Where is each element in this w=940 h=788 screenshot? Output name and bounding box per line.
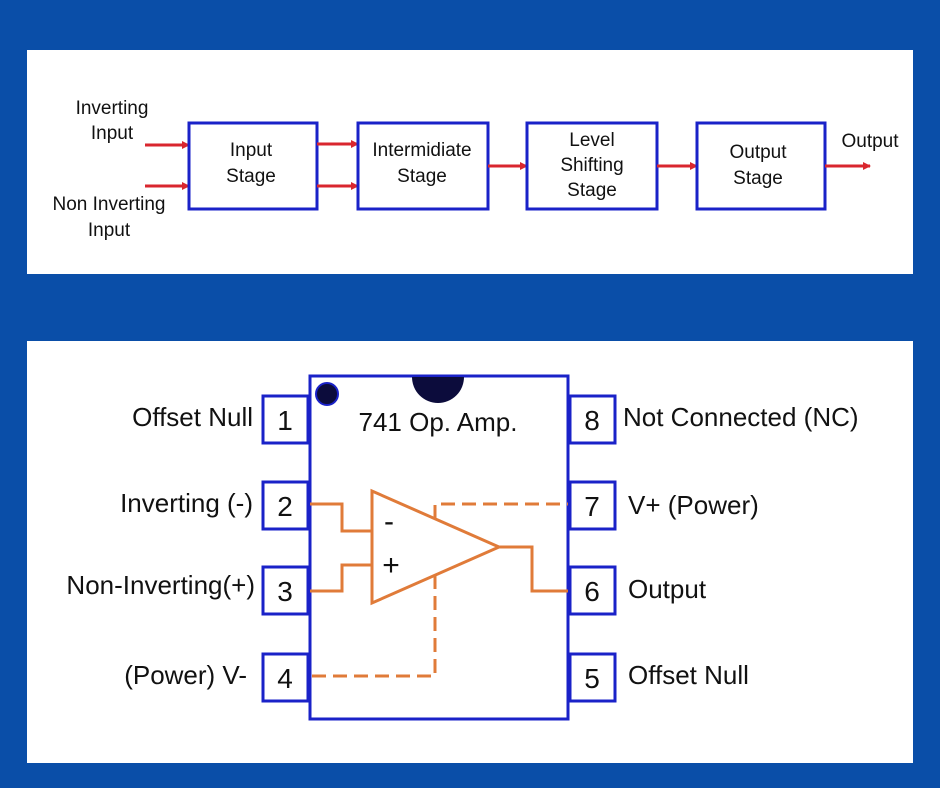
pin-4-label: (Power) V- [124, 660, 247, 690]
pin-3-box [261, 565, 310, 616]
block-diagram-panel: Inverting Input Non Inverting Input Inpu… [27, 50, 913, 274]
level-shifting-stage-label-line1: Level [569, 130, 614, 151]
pin-6-label: Output [628, 574, 707, 604]
non-inverting-input-label-line2: Input [88, 220, 131, 241]
pin-8-number: 8 [584, 405, 600, 436]
pin-7-label: V+ (Power) [628, 490, 759, 520]
pinout-panel: 741 Op. Amp. 1 2 3 4 Offset Null Inverti… [27, 341, 913, 763]
input-stage-label-line1: Input [230, 140, 273, 161]
non-inverting-input-label-line1: Non Inverting [52, 194, 165, 215]
output-wire [499, 545, 568, 593]
vplus-power-wire [433, 502, 568, 519]
pin-1-number: 1 [277, 405, 293, 436]
opamp-minus-sign: - [384, 505, 394, 538]
level-shifting-stage-box [525, 121, 659, 211]
pin-2-label: Inverting (-) [120, 488, 253, 518]
level-shifting-stage-label-line3: Stage [567, 180, 617, 201]
pin-5-label: Offset Null [628, 660, 749, 690]
output-label: Output [841, 131, 899, 152]
output-stage-label-line2: Stage [733, 168, 783, 189]
pin-4-box [261, 652, 310, 703]
non-inverting-input-wire [310, 563, 372, 593]
pin-2-number: 2 [277, 491, 293, 522]
output-stage-box [695, 121, 827, 211]
opamp-plus-sign: + [382, 549, 400, 582]
pin-4-number: 4 [277, 663, 293, 694]
pin-3-number: 3 [277, 576, 293, 607]
pin-6-number: 6 [584, 576, 600, 607]
output-stage-label-line1: Output [729, 142, 787, 163]
pin-2-box [261, 480, 310, 531]
inverting-input-label-line2: Input [91, 123, 134, 144]
chip-notch [412, 377, 464, 403]
pin-8-label: Not Connected (NC) [623, 402, 859, 432]
block-diagram: Inverting Input Non Inverting Input Inpu… [52, 98, 899, 241]
pin-5-number: 5 [584, 663, 600, 694]
pin-5-box [568, 652, 617, 703]
pin-7-number: 7 [584, 491, 600, 522]
chip-label: 741 Op. Amp. [359, 407, 518, 437]
pin-1-label: Offset Null [132, 402, 253, 432]
pin-8-box [568, 394, 617, 445]
pin-3-label: Non-Inverting(+) [66, 570, 255, 600]
level-shifting-stage-label-line2: Shifting [560, 155, 623, 176]
intermediate-stage-box [356, 121, 490, 211]
intermediate-stage-label-line1: Intermidiate [372, 140, 471, 161]
input-stage-box [187, 121, 319, 211]
inverting-input-wire [310, 502, 372, 533]
inverting-input-label-line1: Inverting [76, 98, 149, 119]
pin1-indicator-dot [315, 382, 339, 406]
pin-7-box [568, 480, 617, 531]
vminus-power-wire [310, 575, 437, 678]
input-stage-label-line2: Stage [226, 166, 276, 187]
intermediate-stage-label-line2: Stage [397, 166, 447, 187]
pinout-diagram: 741 Op. Amp. 1 2 3 4 Offset Null Inverti… [66, 374, 859, 721]
pin-1-box [261, 394, 310, 445]
pin-6-box [568, 565, 617, 616]
